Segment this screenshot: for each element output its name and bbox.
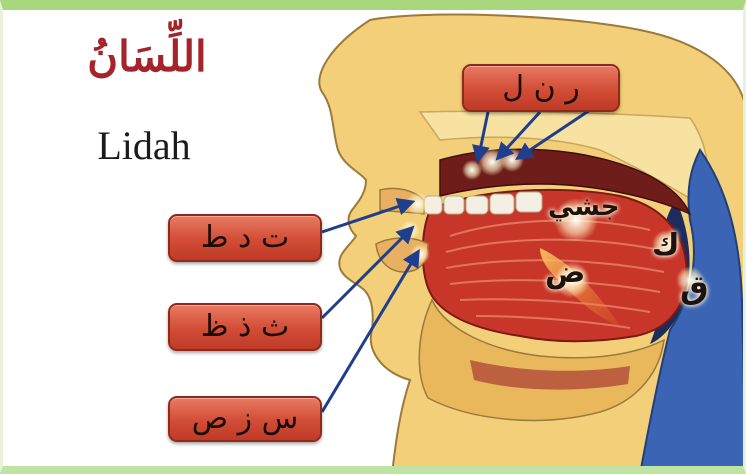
label-qaf: ق (680, 268, 709, 306)
label-tag-tsa-dzal-zha: ث ذ ظ (168, 303, 322, 351)
title-latin: Lidah (64, 120, 224, 172)
label-tag-sin-zai-shad: س ز ص (168, 396, 322, 442)
label-kaf: ك (652, 228, 680, 263)
label-dhad: ض (545, 255, 585, 290)
title-arabic: اللِّسَانُ (52, 24, 242, 90)
label-tag-ra-nun-lam: ر ن ل (462, 64, 620, 112)
label-jim-syin-ya: جشي (548, 192, 620, 222)
label-tag-ta-dal-tha: ت د ط (168, 214, 322, 262)
